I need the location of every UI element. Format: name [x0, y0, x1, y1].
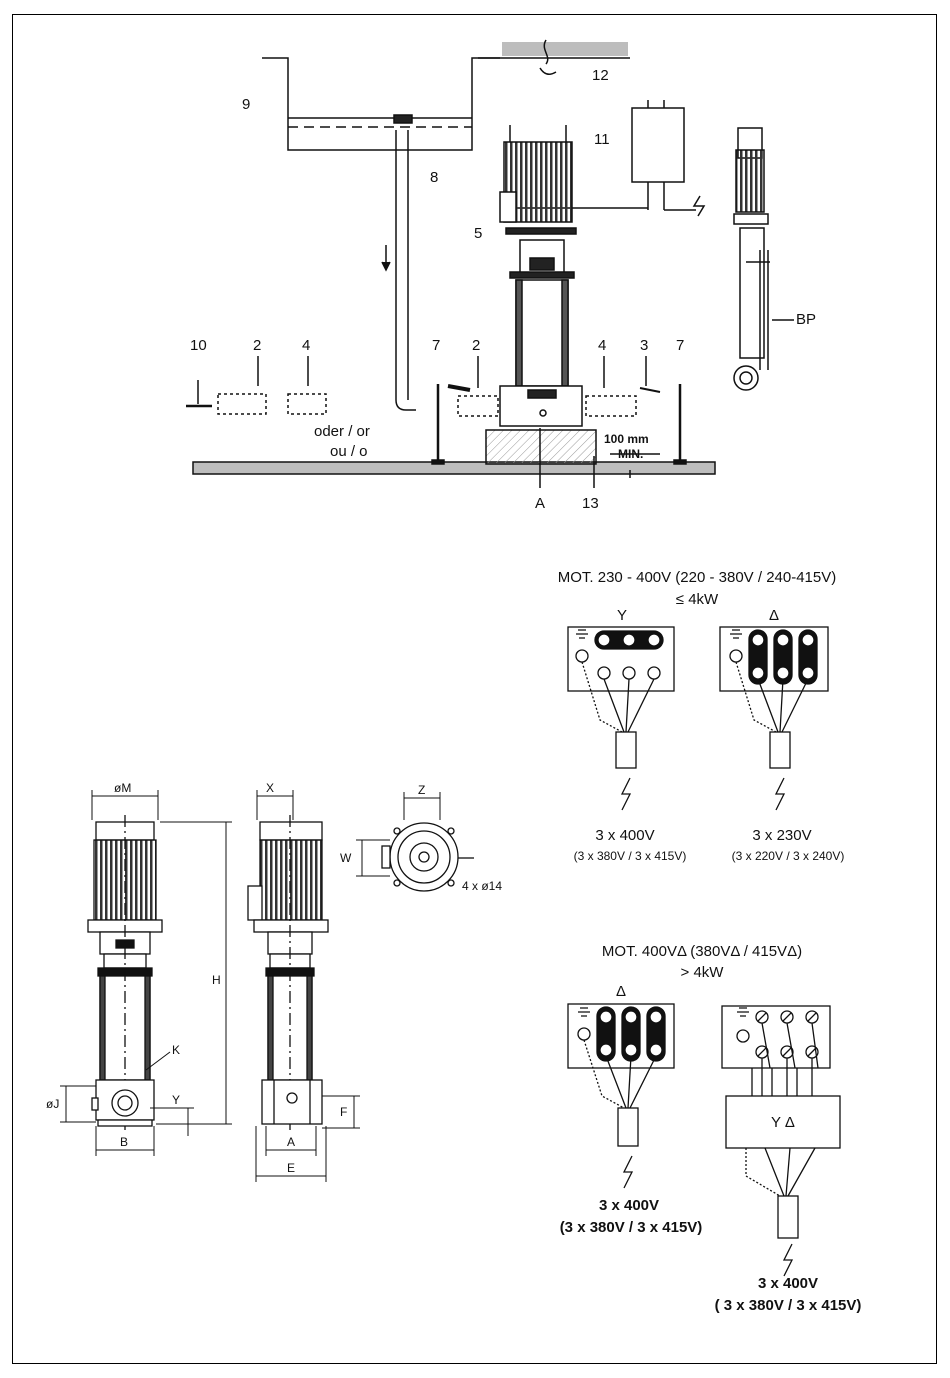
callout-12: 12 — [592, 67, 609, 84]
pump-front-view — [87, 815, 163, 1130]
dim-y: Y — [172, 1093, 180, 1107]
ceiling-beam — [502, 42, 628, 56]
installation-diagram — [186, 39, 794, 488]
dim-z: Z — [418, 783, 425, 797]
star-delta-starter — [725, 1095, 841, 1149]
star-voltage-alt: (3 x 380V / 3 x 415V) — [574, 849, 687, 863]
star-delta-voltage: 3 x 400V — [758, 1275, 818, 1292]
tank — [262, 57, 500, 151]
dim-x: X — [266, 781, 274, 795]
dim-hole: 4 x ø14 — [462, 879, 502, 893]
wiring-large-subtitle: > 4kW — [681, 964, 725, 981]
callout-7-right: 7 — [676, 337, 684, 354]
dim-f: F — [340, 1105, 347, 1119]
power-supply-icon — [692, 195, 706, 217]
callout-7-left: 7 — [432, 337, 440, 354]
star-delta-box-label: Y Δ — [771, 1114, 795, 1131]
power-icon-star — [620, 777, 632, 811]
dim-h: H — [212, 973, 221, 987]
floor — [192, 461, 716, 475]
installation-pump-column — [515, 279, 569, 387]
wiring-small-subtitle: ≤ 4kW — [676, 591, 719, 608]
callout-5: 5 — [474, 225, 482, 242]
dim-b: B — [120, 1135, 128, 1149]
note-ou: ou / o — [330, 443, 368, 460]
wiring-small-title: MOT. 230 - 400V (220 - 380V / 240-415V) — [558, 569, 837, 586]
callout-a: A — [535, 495, 545, 512]
delta-voltage-small: 3 x 230V — [752, 827, 811, 844]
dim-e: E — [287, 1161, 295, 1175]
page-frame — [12, 14, 937, 1364]
wiring-small-motors: MOT. 230 - 400V (220 - 380V / 240-415V) … — [558, 569, 845, 863]
dim-a: A — [287, 1135, 295, 1149]
callout-8: 8 — [430, 169, 438, 186]
callout-4-right: 4 — [598, 337, 606, 354]
dimension-labels: øM X Z W 4 x ø14 H K øJ Y B A E F — [46, 781, 502, 1175]
callout-11: 11 — [594, 131, 610, 148]
dim-om: øM — [114, 781, 131, 795]
callout-2-left: 2 — [253, 337, 261, 354]
delta-symbol-large: Δ — [616, 983, 626, 1000]
callout-bp: BP — [796, 311, 816, 328]
callout-4-left: 4 — [302, 337, 310, 354]
wiring-large-motors: MOT. 400VΔ (380VΔ / 415VΔ) > 4kW Δ — [560, 943, 862, 1314]
foot-valve — [393, 114, 413, 124]
distance-min: MIN. — [618, 447, 643, 461]
delta-symbol-small: Δ — [769, 607, 779, 624]
callout-9: 9 — [242, 96, 250, 113]
pump-dimension-drawings — [60, 790, 474, 1182]
concrete-foundation — [485, 429, 597, 465]
delta-voltage-alt-small: (3 x 220V / 3 x 240V) — [732, 849, 845, 863]
dim-oj: øJ — [46, 1097, 59, 1111]
delta-voltage-alt-large: (3 x 380V / 3 x 415V) — [560, 1219, 703, 1236]
control-box — [631, 107, 685, 183]
power-icon-star-delta — [782, 1243, 794, 1277]
dimension-lines — [60, 790, 441, 1182]
note-or: oder / or — [314, 423, 370, 440]
valve-left — [217, 393, 267, 415]
suction-pipe-bend — [395, 399, 416, 411]
power-icon-delta-small — [774, 777, 786, 811]
check-valve-left — [287, 393, 327, 415]
star-delta-voltage-alt: ( 3 x 380V / 3 x 415V) — [715, 1297, 862, 1314]
pump-side-view — [247, 815, 329, 1130]
callout-2-right: 2 — [472, 337, 480, 354]
star-voltage: 3 x 400V — [595, 827, 654, 844]
lifting-hook-icon — [539, 39, 557, 75]
wiring-large-title: MOT. 400VΔ (380VΔ / 415VΔ) — [602, 943, 802, 960]
dim-k: K — [172, 1043, 180, 1057]
power-icon-delta-large — [622, 1155, 634, 1189]
distance-value: 100 mm — [604, 432, 649, 446]
dim-w: W — [340, 851, 352, 865]
callout-3: 3 — [640, 337, 648, 354]
installation-labels: 9 8 12 11 5 10 2 4 7 2 4 3 7 BP A 13 ode… — [190, 67, 816, 512]
delta-voltage-large: 3 x 400V — [599, 1197, 659, 1214]
star-symbol: Y — [617, 607, 627, 624]
callout-13: 13 — [582, 495, 599, 512]
pump-top-view — [381, 822, 474, 892]
callout-10: 10 — [190, 337, 207, 354]
